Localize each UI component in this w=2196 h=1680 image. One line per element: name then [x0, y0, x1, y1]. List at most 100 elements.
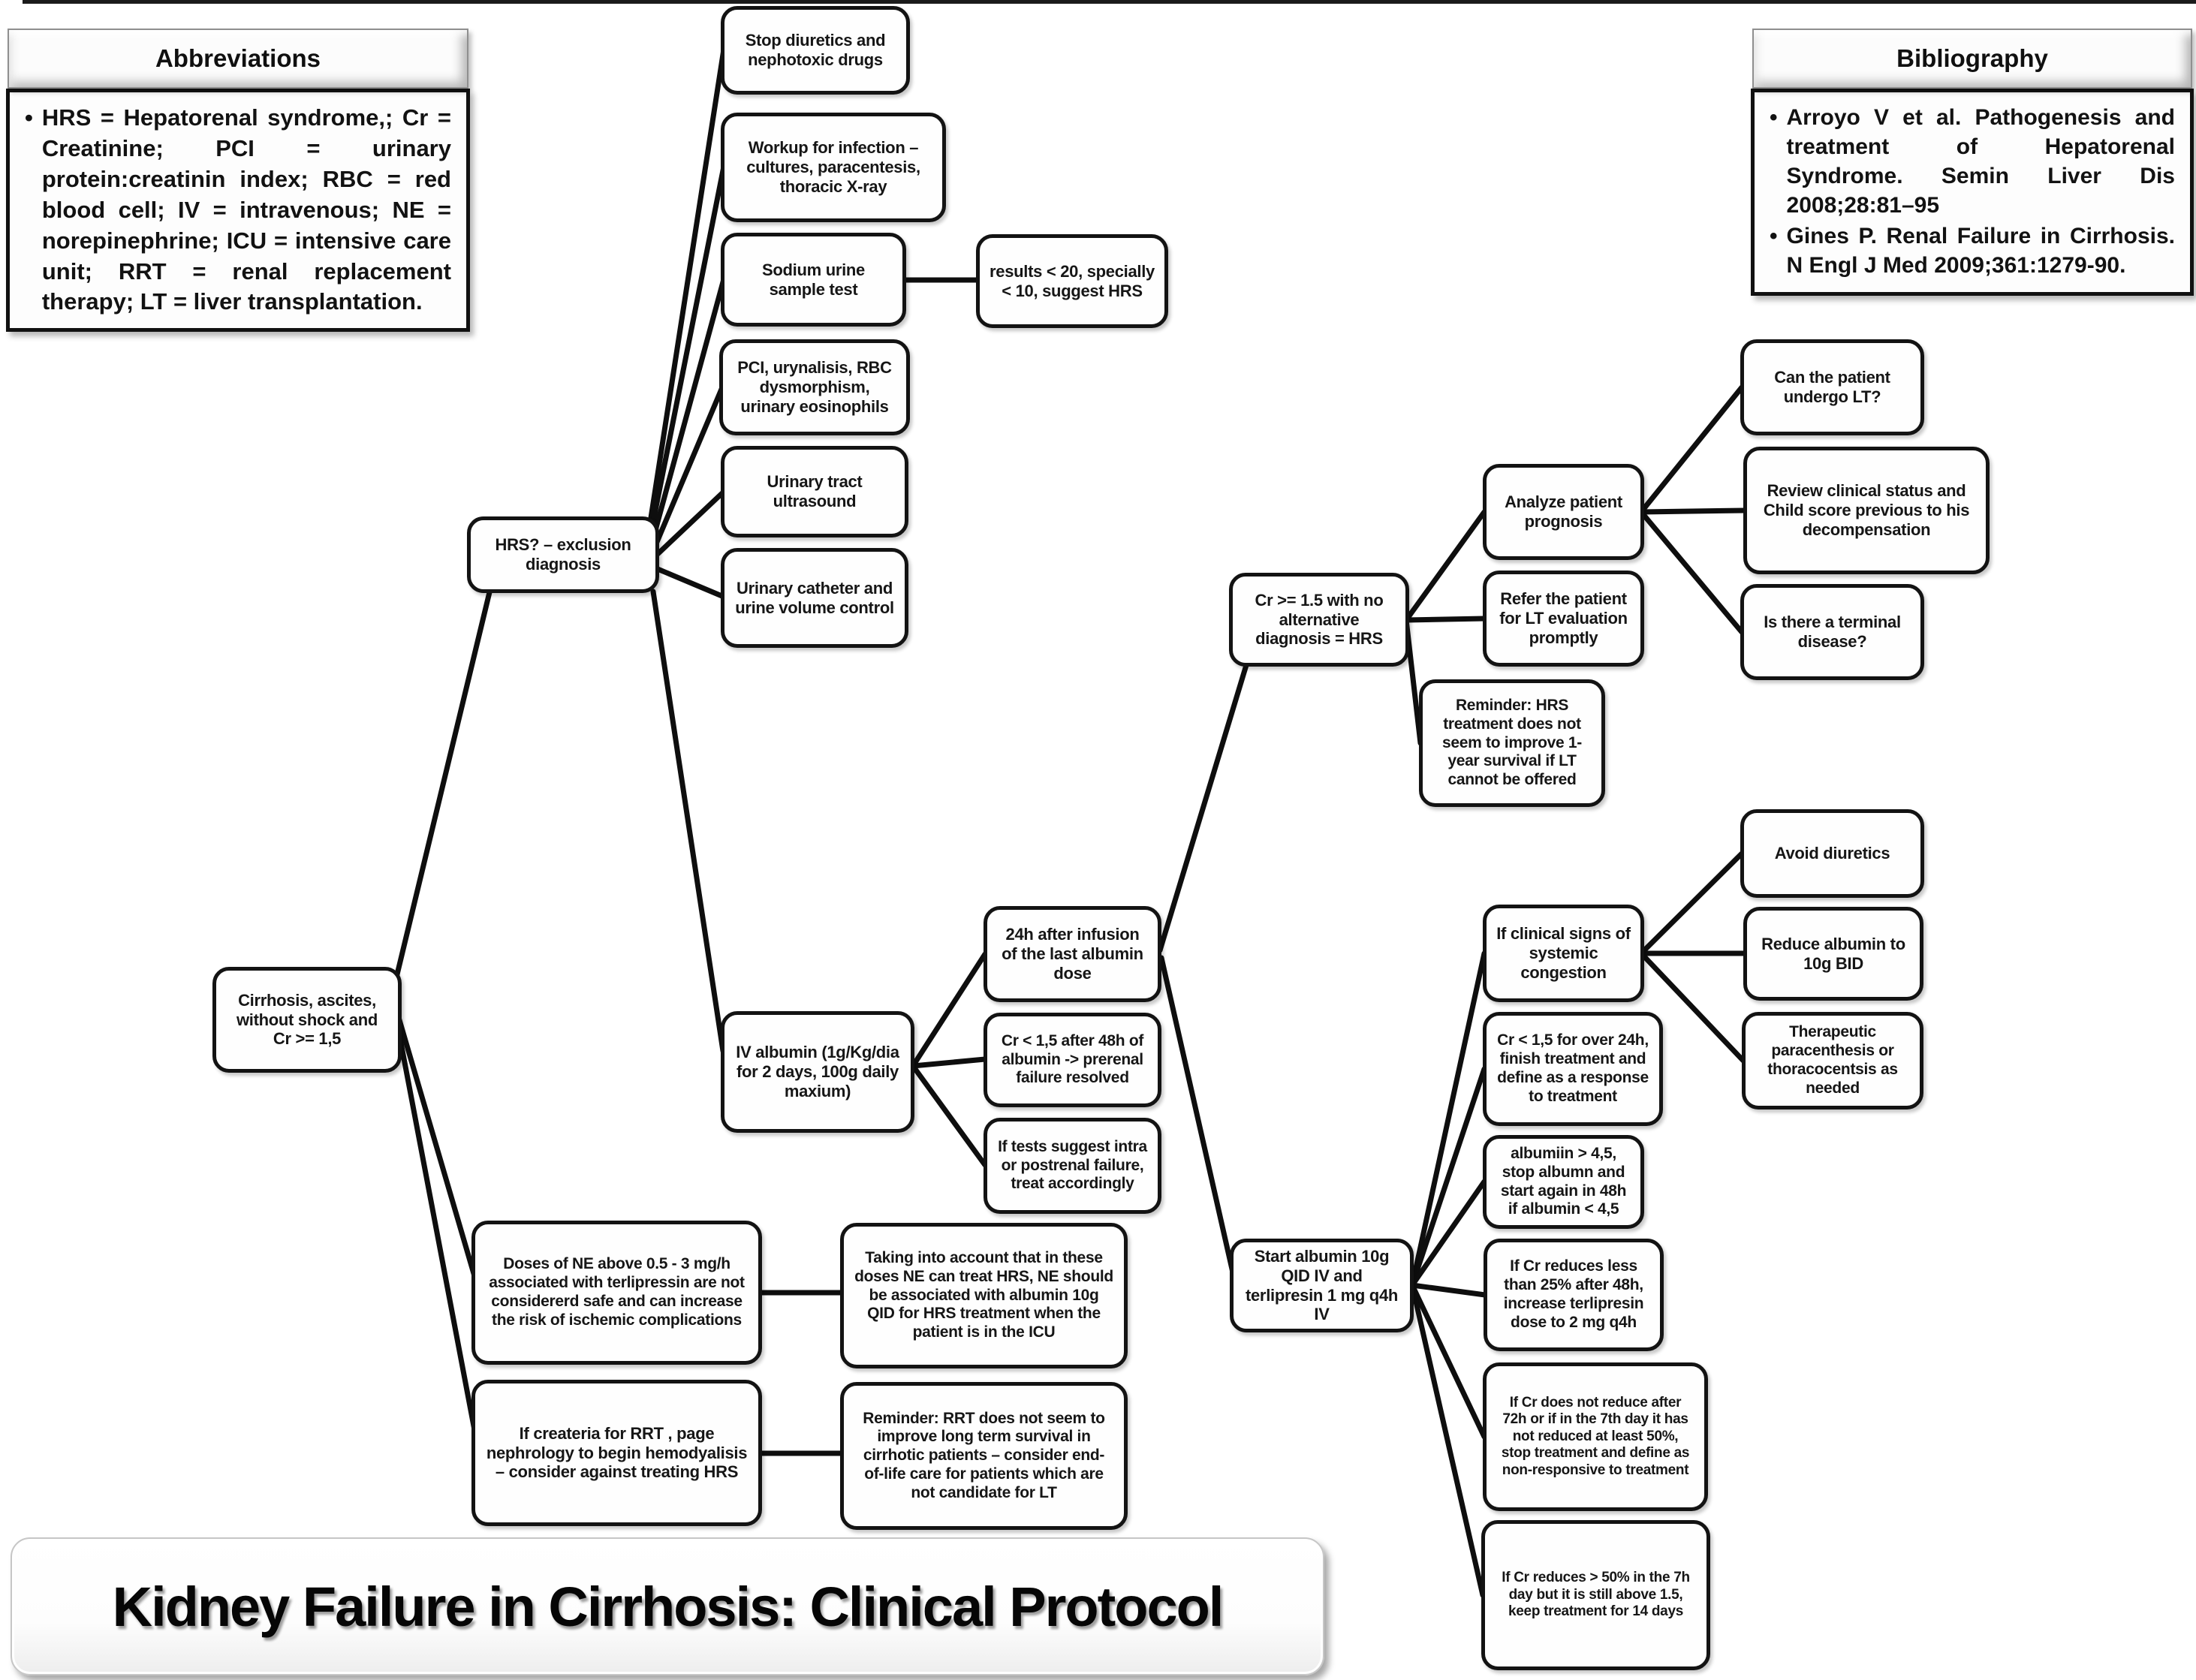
node-therapeutic-paracenthesis: Therapeutic paracenthesis or thoracocent… [1742, 1012, 1923, 1109]
node-label: IV albumin (1g/Kg/dia for 2 days, 100g d… [736, 1043, 899, 1100]
node-refer-lt-evaluation: Refer the patient for LT evaluation prom… [1483, 571, 1644, 667]
bibliography-item: • Arroyo V et al. Pathogenesis and treat… [1770, 103, 2175, 220]
edge-hrs-ultrasound [655, 489, 727, 557]
edge-hrs-catheter [655, 566, 727, 600]
node-reminder-rrt: Reminder: RRT does not seem to improve l… [840, 1382, 1128, 1530]
node-label: Analyze patient prognosis [1505, 492, 1622, 531]
node-label: Cr < 1,5 for over 24h, finish treatment … [1497, 1031, 1649, 1105]
node-label: Start albumin 10g QID IV and terlipresin… [1245, 1246, 1399, 1324]
node-cr-under-15-over-24h: Cr < 1,5 for over 24h, finish treatment … [1483, 1012, 1663, 1126]
node-label: Refer the patient for LT evaluation prom… [1499, 589, 1628, 647]
bibliography-text: Arroyo V et al. Pathogenesis and treatme… [1786, 105, 2175, 218]
node-doses-ne-warning: Doses of NE above 0.5 - 3 mg/h associate… [471, 1221, 762, 1365]
edge-start-clinical [1409, 950, 1487, 1288]
node-label: Doses of NE above 0.5 - 3 mg/h associate… [489, 1255, 745, 1329]
node-stop-diuretics: Stop diuretics and nephotoxic drugs [721, 6, 910, 95]
edge-clinical-avoid [1638, 851, 1745, 956]
node-label: Reminder: RRT does not seem to improve l… [863, 1409, 1105, 1501]
abbreviations-panel: Abbreviations • HRS = Hepatorenal syndro… [6, 29, 470, 333]
node-pci-urynalisis: PCI, urynalisis, RBC dysmorphism, urinar… [719, 339, 910, 435]
node-criteria-rrt: If createria for RRT , page nephrology t… [471, 1380, 762, 1526]
node-root-cirrhosis: Cirrhosis, ascites, without shock and Cr… [212, 967, 402, 1073]
node-label: Sodium urine sample test [762, 260, 865, 299]
node-taking-into-account: Taking into account that in these doses … [840, 1223, 1128, 1368]
node-label: Urinary catheter and urine volume contro… [735, 578, 894, 617]
node-results-under-20: results < 20, specially < 10, suggest HR… [976, 234, 1168, 328]
edge-ivalbumin-tests [910, 1063, 988, 1168]
edge-start-cr15-24h [1409, 1066, 1487, 1288]
bibliography-title: Bibliography [1896, 44, 2048, 72]
node-label: If clinical signs of systemic congestion [1496, 924, 1631, 982]
node-albumin-over-45: albumiin > 4,5, stop albumn and start ag… [1483, 1135, 1644, 1229]
node-label: Cr < 1,5 after 48h of albumin -> prerena… [1001, 1031, 1144, 1087]
node-cr-no-reduce-72h: If Cr does not reduce after 72h or if in… [1483, 1362, 1708, 1511]
edge-start-cr50 [1409, 1282, 1486, 1598]
node-label: HRS? – exclusion diagnosis [495, 535, 631, 574]
edge-analyze-can-lt [1638, 384, 1745, 515]
edge-start-cr72h [1409, 1282, 1487, 1440]
node-label: Can the patient undergo LT? [1774, 368, 1890, 406]
page-title: Kidney Failure in Cirrhosis: Clinical Pr… [112, 1575, 1225, 1638]
node-iv-albumin: IV albumin (1g/Kg/dia for 2 days, 100g d… [721, 1011, 914, 1133]
node-reduce-albumin: Reduce albumin to 10g BID [1743, 907, 1923, 1001]
node-label: 24h after infusion of the last albumin d… [1002, 925, 1143, 983]
node-label: If tests suggest intra or postrenal fail… [998, 1137, 1147, 1193]
edge-root-doses-ne [395, 1012, 477, 1279]
node-analyze-prognosis: Analyze patient prognosis [1483, 464, 1644, 560]
node-label: albumiin > 4,5, stop albumn and start ag… [1500, 1144, 1627, 1218]
edge-root-criteria-rrt [395, 1024, 477, 1433]
edge-hrs-stop-diuretics [647, 47, 727, 525]
node-sodium-urine-test: Sodium urine sample test [721, 233, 906, 327]
node-label: Urinary tract ultrasound [767, 472, 863, 510]
node-workup-infection: Workup for infection – cultures, paracen… [721, 113, 946, 222]
node-label: Workup for infection – cultures, paracen… [746, 138, 920, 196]
node-can-undergo-lt: Can the patient undergo LT? [1740, 339, 1924, 435]
bibliography-header: Bibliography [1752, 29, 2192, 89]
bullet-icon: • [25, 104, 33, 131]
edge-root-hrs [393, 589, 493, 980]
edge-start-albumin45 [1409, 1179, 1487, 1288]
node-urinary-ultrasound: Urinary tract ultrasound [721, 446, 908, 537]
bibliography-text: Gines P. Renal Failure in Cirrhosis. N E… [1786, 224, 2175, 278]
top-border-line [23, 0, 2196, 4]
edge-24h-cr15hrs [1157, 662, 1249, 953]
node-label: Cirrhosis, ascites, without shock and Cr… [236, 990, 378, 1049]
node-reminder-hrs-treatment: Reminder: HRS treatment does not seem to… [1419, 679, 1605, 807]
node-label: Reduce albumin to 10g BID [1761, 934, 1905, 973]
node-label: results < 20, specially < 10, suggest HR… [990, 261, 1155, 300]
edge-ivalbumin-cr15 [910, 1056, 988, 1069]
node-label: Stop diuretics and nephotoxic drugs [745, 31, 886, 69]
node-clinical-congestion: If clinical signs of systemic congestion [1483, 905, 1644, 1002]
node-label: Is there a terminal disease? [1764, 613, 1901, 651]
edge-hrs-workup [649, 164, 727, 528]
abbreviations-header: Abbreviations [8, 29, 468, 89]
node-label: PCI, urynalisis, RBC dysmorphism, urinar… [737, 358, 892, 416]
node-cr-under-15-48h: Cr < 1,5 after 48h of albumin -> prerena… [984, 1013, 1161, 1107]
bibliography-item: • Gines P. Renal Failure in Cirrhosis. N… [1770, 221, 2175, 280]
bullet-icon: • [1770, 105, 1778, 130]
node-hrs-exclusion-diagnosis: HRS? – exclusion diagnosis [467, 516, 659, 593]
node-cr-reduces-over-50: If Cr reduces > 50% in the 7h day but it… [1481, 1520, 1710, 1670]
node-label: If Cr does not reduce after 72h or if in… [1501, 1394, 1690, 1478]
node-label: Reminder: HRS treatment does not seem to… [1442, 697, 1582, 789]
bullet-icon: • [1770, 224, 1778, 248]
node-label: If Cr reduces less than 25% after 48h, i… [1503, 1257, 1644, 1331]
node-urinary-catheter: Urinary catheter and urine volume contro… [721, 548, 908, 648]
edge-analyze-terminal [1638, 509, 1745, 635]
node-label: If createria for RRT , page nephrology t… [486, 1423, 748, 1482]
node-label: Therapeutic paracenthesis or thoracocent… [1767, 1023, 1898, 1097]
edge-cr15hrs-refer [1403, 616, 1487, 623]
node-tests-suggest: If tests suggest intra or postrenal fail… [984, 1118, 1161, 1214]
node-review-child-score: Review clinical status and Child score p… [1743, 447, 1990, 574]
node-terminal-disease: Is there a terminal disease? [1740, 584, 1924, 680]
title-banner: Kidney Failure in Cirrhosis: Clinical Pr… [11, 1537, 1324, 1675]
node-avoid-diuretics: Avoid diuretics [1740, 809, 1924, 898]
node-label: Cr >= 1.5 with no alternative diagnosis … [1255, 590, 1384, 649]
edge-cr15hrs-analyze [1403, 509, 1487, 623]
edge-hrs-iv-albumin [650, 589, 726, 1054]
node-24h-after-infusion: 24h after infusion of the last albumin d… [984, 906, 1161, 1002]
node-label: Taking into account that in these doses … [854, 1249, 1113, 1341]
node-start-albumin-terlipresin: Start albumin 10g QID IV and terlipresin… [1230, 1239, 1414, 1332]
